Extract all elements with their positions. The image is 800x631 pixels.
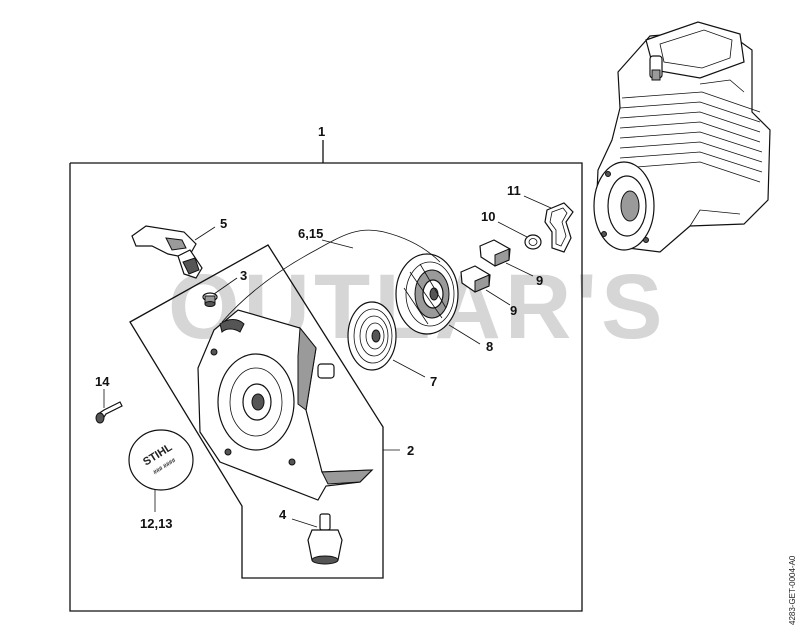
reference-code: 4283-GET-0004-A0	[788, 555, 797, 625]
callout-8: 8	[486, 339, 493, 354]
callout-9-lower: 9	[510, 303, 517, 318]
gasket-11	[544, 202, 574, 253]
callout-11: 11	[507, 183, 521, 198]
rope-guide-3	[202, 292, 218, 307]
pawl-9-lower	[460, 265, 491, 293]
engine-illustration	[593, 21, 771, 253]
fan-housing-2	[197, 309, 374, 501]
callout-6-15: 6,15	[298, 226, 323, 241]
leader-3	[213, 277, 238, 295]
callout-14: 14	[95, 374, 110, 389]
assembly-frame	[69, 140, 583, 612]
pawl-9-upper	[479, 239, 511, 267]
starter-rope	[221, 229, 441, 323]
leader-7	[392, 359, 426, 378]
av-element-4	[307, 513, 343, 565]
washer-10	[524, 234, 542, 250]
emblem-plate-12-13: STIHL ### ####	[128, 429, 194, 491]
leader-9-lower	[485, 289, 511, 306]
subassembly-frame	[129, 244, 384, 579]
screw-14	[95, 401, 123, 424]
leader-11	[523, 195, 552, 209]
callout-3: 3	[240, 268, 247, 283]
callout-2: 2	[407, 443, 414, 458]
handle-grip-5	[131, 225, 203, 279]
callout-12-13: 12,13	[140, 516, 173, 531]
leader-10	[497, 221, 528, 238]
rewind-spring-7	[347, 301, 397, 371]
callout-5: 5	[220, 216, 227, 231]
leader-9-upper	[505, 262, 534, 277]
callout-1: 1	[318, 124, 325, 139]
leader-8	[448, 324, 481, 345]
leader-5	[194, 226, 216, 241]
callout-9-upper: 9	[536, 273, 543, 288]
rope-rotor-8	[395, 253, 459, 335]
callout-4: 4	[279, 507, 287, 522]
callout-10: 10	[481, 209, 495, 224]
leader-6-15	[321, 239, 354, 249]
callout-7: 7	[430, 374, 437, 389]
leader-4	[291, 518, 318, 528]
